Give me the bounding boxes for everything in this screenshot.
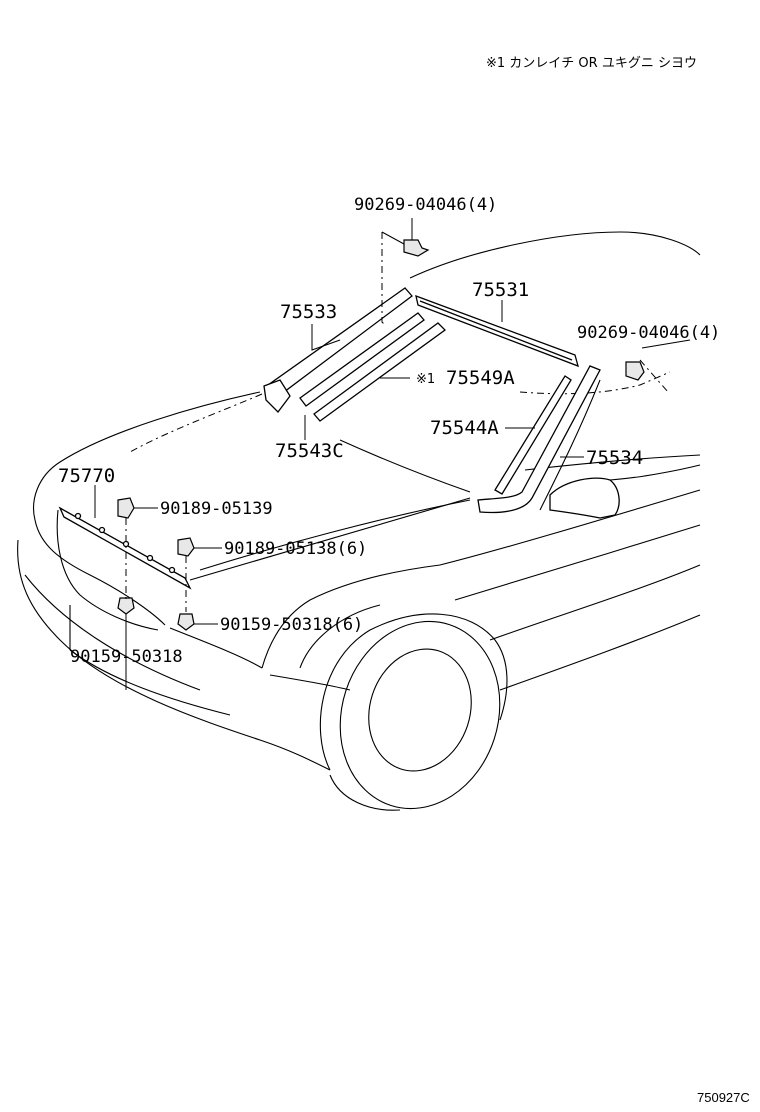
callout-75549a-mark: ※1 (416, 372, 435, 387)
part-75534-molding[interactable] (477, 365, 601, 514)
screw-90159-50318-6[interactable] (177, 613, 195, 631)
part-75533-molding[interactable] (263, 287, 413, 413)
part-75531-molding[interactable] (415, 294, 579, 368)
callout-90189-05138: 90189-05138(6) (224, 539, 367, 559)
callout-90159-50318: 90159-50318 (70, 647, 183, 667)
callout-90269-right: 90269-04046(4) (577, 323, 720, 343)
callout-75531: 75531 (472, 279, 529, 301)
part-75770-molding[interactable] (58, 506, 192, 590)
part-75543c-strip[interactable] (299, 312, 425, 407)
callout-90159-50318-6: 90159-50318(6) (220, 615, 363, 635)
figure-id: 750927C (697, 1090, 750, 1105)
callout-75544a: 75544A (430, 417, 499, 439)
part-75549a-strip[interactable] (313, 322, 446, 422)
callout-75534: 75534 (586, 447, 643, 469)
part-75544a-strip[interactable] (494, 375, 572, 495)
callout-75770: 75770 (58, 465, 115, 487)
regional-note: ※1 カンレイチ OR ユキグニ シヨウ (486, 56, 697, 71)
clip-90269-top[interactable] (403, 239, 430, 257)
callout-90269-top: 90269-04046(4) (354, 195, 497, 215)
callout-75543c: 75543C (275, 440, 344, 462)
nut-90189-05138[interactable] (177, 537, 195, 557)
callout-75533: 75533 (280, 301, 337, 323)
clip-90269-right[interactable] (625, 361, 645, 381)
screw-90159-50318[interactable] (117, 597, 135, 615)
callout-75549a: 75549A (446, 367, 515, 389)
leader-lines (94, 218, 691, 690)
callout-90189-05139: 90189-05139 (160, 499, 273, 519)
nut-90189-05139[interactable] (117, 497, 135, 519)
car-body-outline (17, 231, 701, 811)
